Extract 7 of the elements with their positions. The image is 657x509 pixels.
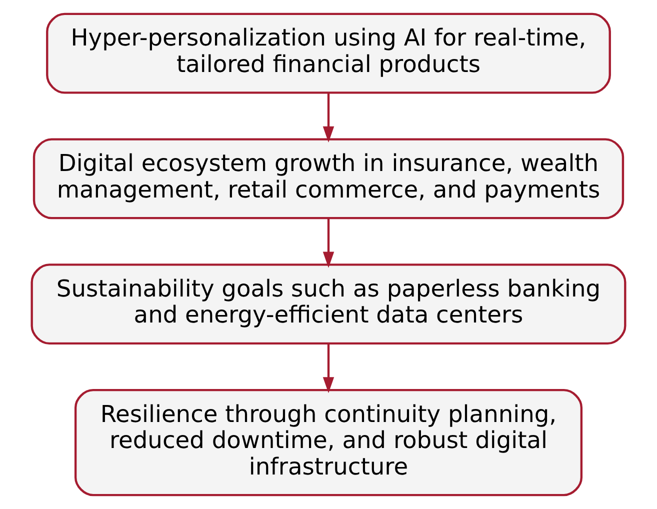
arrow bbox=[322, 92, 334, 142]
arrow bbox=[322, 218, 334, 268]
node-box: Digital ecosystem growth in insurance, wealth management, retail commerce, and payments bbox=[32, 138, 624, 220]
node-box: Resilience through continuity planning, reduced downtime, and robust digital infrastructure bbox=[74, 388, 583, 496]
node-box: Sustainability goals such as paperless banking and energy-efficient data centers bbox=[30, 264, 626, 345]
arrow bbox=[322, 344, 334, 394]
node-box: Hyper-personalization using AI for real-time, tailored financial products bbox=[46, 12, 611, 94]
